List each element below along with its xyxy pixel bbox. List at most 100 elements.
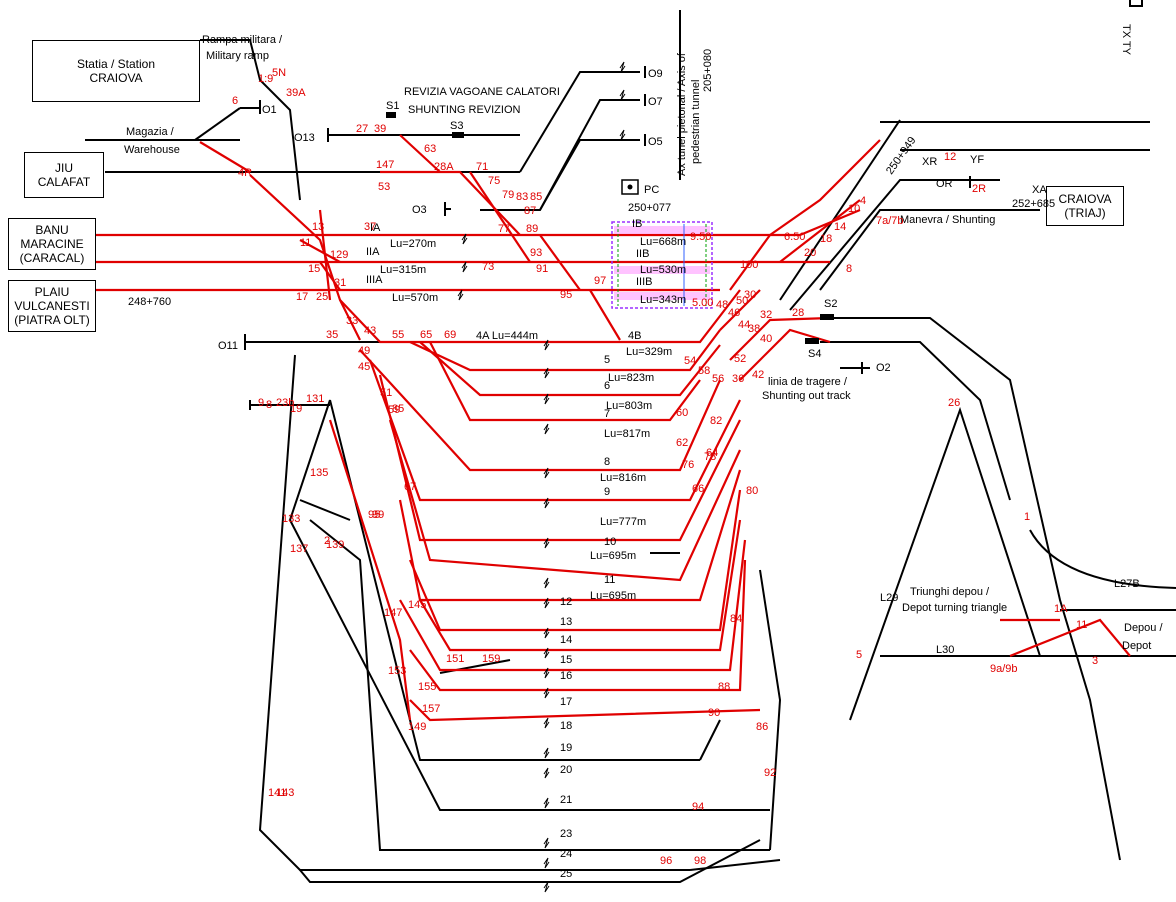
txty-label: TX TY bbox=[1120, 24, 1132, 55]
track-length: Lu=329m bbox=[626, 346, 673, 358]
switch-number: 77 bbox=[498, 223, 511, 235]
track-length: Lu=823m bbox=[608, 372, 655, 384]
pc-block bbox=[611, 179, 713, 309]
track-name: IIIA bbox=[366, 274, 383, 286]
switch-number: 9a/9b bbox=[990, 663, 1018, 675]
rampa-label: Rampa militara / bbox=[202, 34, 283, 46]
km-760-label: 248+760 bbox=[128, 296, 172, 308]
switch-number: 82 bbox=[710, 415, 723, 427]
switch-number: 33 bbox=[346, 315, 359, 327]
switch-number: 11 bbox=[1076, 619, 1088, 631]
switch-number: 5.00 bbox=[692, 297, 714, 309]
switch-number: 131 bbox=[306, 393, 325, 405]
depou-label: Depou / bbox=[1124, 622, 1163, 634]
switch-number: 95 bbox=[560, 289, 573, 301]
linia-tragere-label: linia de tragere / bbox=[768, 376, 847, 388]
switch-number: 49 bbox=[358, 345, 371, 357]
track-length: Lu=343m bbox=[640, 294, 687, 306]
switch-number: 40 bbox=[760, 333, 773, 345]
track-length: Lu=530m bbox=[640, 264, 687, 276]
l30-label: L30 bbox=[936, 644, 955, 656]
switch-number: 1 bbox=[1024, 511, 1031, 523]
switch-number: 52 bbox=[734, 353, 747, 365]
track-name: 16 bbox=[560, 670, 573, 682]
station-craiova: Statia / Station CRAIOVA bbox=[32, 40, 200, 102]
switch-number: 18 bbox=[820, 233, 833, 245]
jiu-line1: JIU bbox=[55, 161, 73, 175]
track-name: 12 bbox=[560, 596, 573, 608]
switch-number: 99 bbox=[372, 509, 385, 521]
switch-number: 91 bbox=[536, 263, 549, 275]
switch-number: 39 bbox=[374, 123, 387, 135]
switch-number: 71 bbox=[476, 161, 489, 173]
switch-number: 97 bbox=[594, 275, 607, 287]
triaj-line1: CRAIOVA bbox=[1058, 192, 1112, 206]
track-length: Lu=668m bbox=[640, 236, 687, 248]
tunnel-km-label: 205+080 bbox=[702, 48, 714, 92]
switch-number: 53 bbox=[378, 181, 391, 193]
s3-label: S3 bbox=[450, 120, 464, 132]
pc-label: PC bbox=[644, 184, 660, 196]
banu-line2: MARACINE bbox=[20, 237, 84, 251]
switch-number: 25 bbox=[316, 291, 329, 303]
switch-number: 85 bbox=[392, 403, 405, 415]
track-name: 24 bbox=[560, 848, 573, 860]
o5-label: O5 bbox=[648, 136, 663, 148]
military-ramp-label: Military ramp bbox=[206, 50, 269, 62]
yf-label: YF bbox=[970, 154, 985, 166]
l29-label: L29 bbox=[880, 592, 899, 604]
switch-number: 65 bbox=[420, 329, 433, 341]
switch-number: 9 bbox=[258, 397, 265, 409]
switch-number: 28 bbox=[792, 307, 805, 319]
track-name: 8 bbox=[604, 456, 611, 468]
track-name: 19 bbox=[560, 742, 573, 754]
track-name: IIB bbox=[636, 248, 650, 260]
switch-number: 149 bbox=[408, 721, 427, 733]
track-name: 7 bbox=[604, 408, 611, 420]
or-label: OR bbox=[936, 178, 953, 190]
switch-number: 137 bbox=[290, 543, 309, 555]
switch-number: 79 bbox=[502, 189, 515, 201]
switch-number: 78 bbox=[704, 451, 717, 463]
o1-label: O1 bbox=[262, 104, 277, 116]
switch-number: 2 bbox=[324, 535, 331, 547]
switch-number: 66 bbox=[692, 483, 705, 495]
switch-number: 17 bbox=[296, 291, 309, 303]
switch-number: 151 bbox=[446, 653, 465, 665]
buffer-stops bbox=[244, 0, 1143, 410]
depot-triangle-label: Depot turning triangle bbox=[902, 602, 1008, 614]
switch-number: 94 bbox=[692, 801, 705, 813]
switch-number: 93 bbox=[530, 247, 543, 259]
plaiu-line3: (PIATRA OLT) bbox=[14, 313, 90, 327]
switch-number: 44 bbox=[738, 319, 751, 331]
switch-number: 10 bbox=[848, 203, 861, 215]
depot-label: Depot bbox=[1122, 640, 1152, 652]
track-name: 4B bbox=[628, 330, 642, 342]
switch-number: 45 bbox=[358, 361, 371, 373]
switch-number: 133 bbox=[282, 513, 301, 525]
magazia-label: Magazia / bbox=[126, 126, 174, 138]
switch-number: 43 bbox=[364, 325, 377, 337]
track-length: Lu=695m bbox=[590, 550, 637, 562]
switch-number: 63 bbox=[424, 143, 437, 155]
switch-number: 139 bbox=[326, 539, 345, 551]
o2-label: O2 bbox=[876, 362, 891, 374]
shunting-revizion-label: SHUNTING REVIZION bbox=[408, 104, 521, 116]
switch-number: 36 bbox=[732, 373, 745, 385]
switch-number: 1A bbox=[1054, 603, 1068, 615]
switch-number: 73 bbox=[482, 261, 495, 273]
switch-number: 11 bbox=[300, 237, 312, 249]
switch-number: 56 bbox=[712, 373, 725, 385]
triaj-line2: (TRIAJ) bbox=[1064, 206, 1106, 220]
l27b-label: L27B bbox=[1114, 578, 1140, 590]
switch-number: 3 bbox=[1092, 655, 1099, 667]
track-length: Lu=817m bbox=[604, 428, 651, 440]
switch-number: 89 bbox=[526, 223, 539, 235]
switch-number: 58 bbox=[698, 365, 711, 377]
switch-number: 6.50 bbox=[784, 231, 806, 243]
switch-number: 147 bbox=[376, 159, 395, 171]
switch-number: 20 bbox=[804, 247, 817, 259]
switch-number: 147 bbox=[384, 607, 403, 619]
manevra-label: Manevra / Shunting bbox=[900, 214, 996, 226]
